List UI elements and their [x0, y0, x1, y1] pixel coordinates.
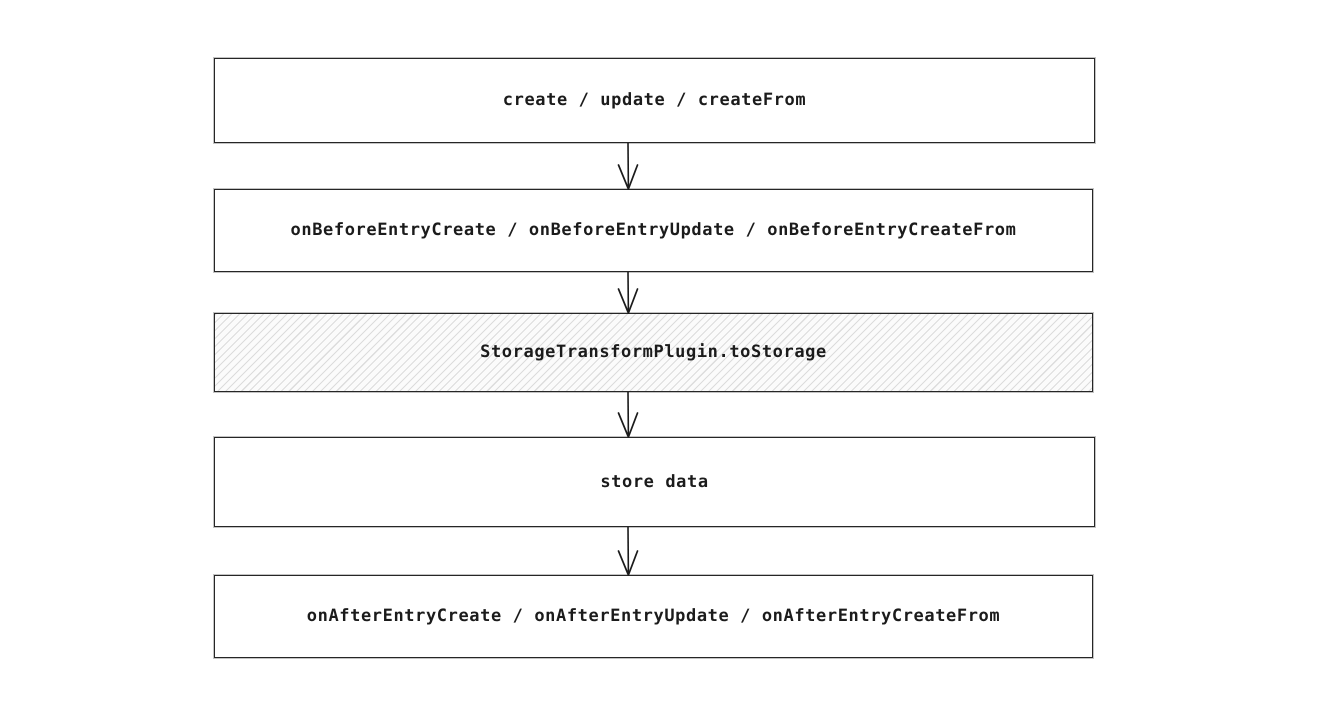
flow-node-label: store data [600, 471, 709, 492]
flow-node-on-after-entry-hooks[interactable]: onAfterEntryCreate / onAfterEntryUpdate … [213, 574, 1094, 659]
flow-node-label: onAfterEntryCreate / onAfterEntryUpdate … [306, 606, 1001, 626]
flow-arrow-icon [608, 271, 648, 314]
flow-node-label: onBeforeEntryCreate / onBeforeEntryUpdat… [290, 220, 1017, 240]
flow-node-store-data[interactable]: store data [213, 436, 1096, 528]
flow-arrow-icon [608, 391, 648, 438]
flow-node-on-before-entry-hooks[interactable]: onBeforeEntryCreate / onBeforeEntryUpdat… [213, 188, 1094, 273]
flow-node-storage-transform-plugin-tostorage[interactable]: StorageTransformPlugin.toStorage [213, 312, 1094, 393]
flow-arrow-icon [608, 526, 648, 576]
flow-node-label: create / update / createFrom [502, 90, 807, 110]
flow-node-create-update-createfrom[interactable]: create / update / createFrom [213, 57, 1096, 144]
flow-node-label: StorageTransformPlugin.toStorage [480, 342, 827, 362]
flow-arrow-icon [608, 142, 648, 190]
